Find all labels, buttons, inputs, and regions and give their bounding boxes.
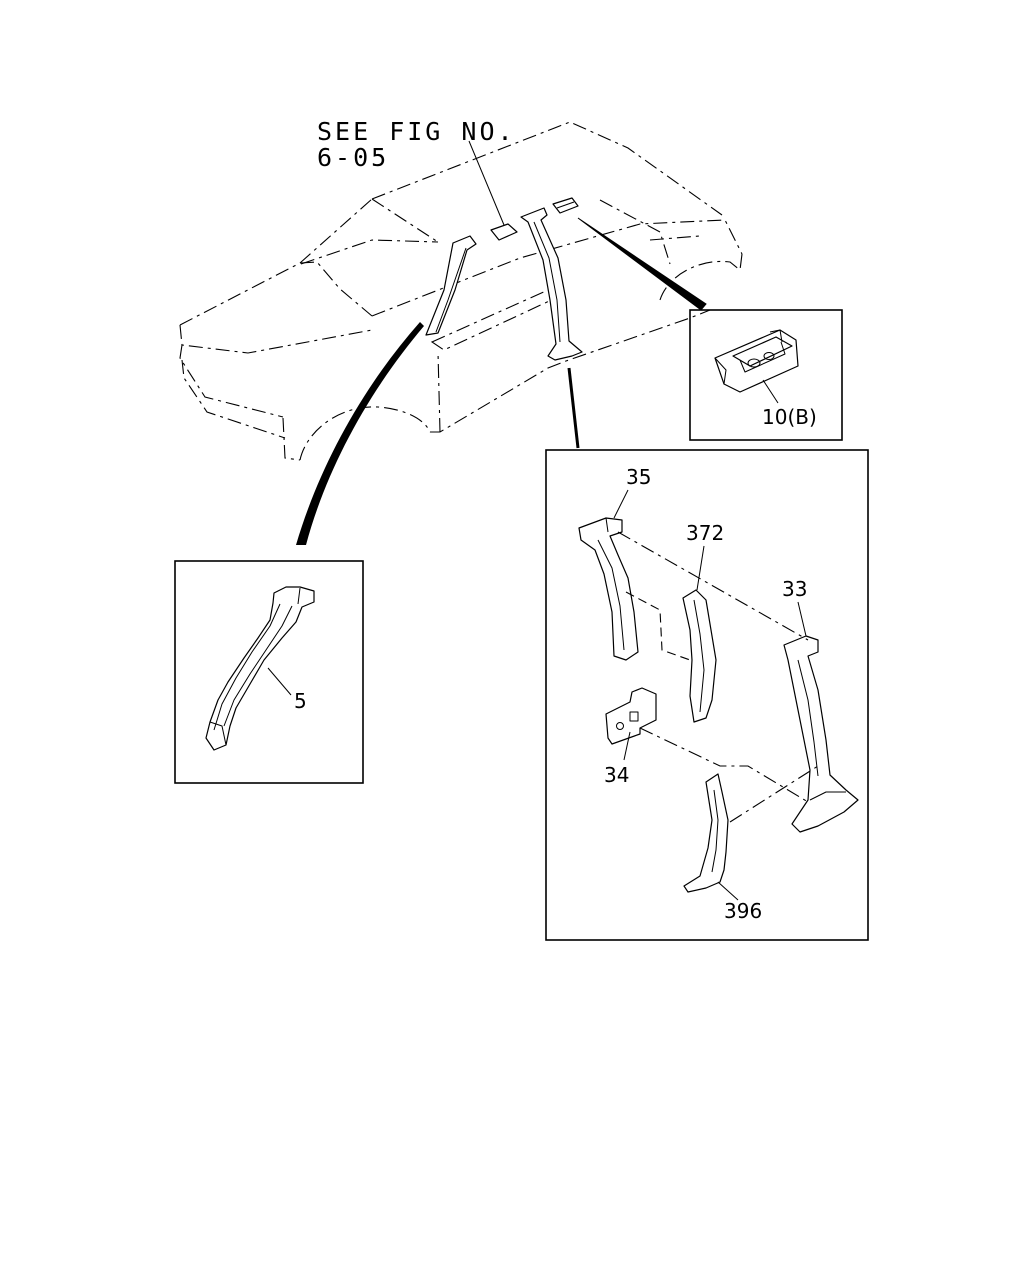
center-outer-callout: 33 (782, 577, 807, 601)
figure-number: 6-05 (317, 143, 389, 172)
center-outer-upper-part (578, 517, 639, 661)
vehicle-body-outline (179, 121, 743, 461)
front-pillar-detail-box: 5 (174, 560, 364, 784)
leader-to-center-pillar-box (567, 367, 580, 449)
center-pillar-detail-box: 35 372 33 34 396 (545, 449, 869, 941)
center-inner-upper-callout: 372 (686, 521, 724, 545)
leader-to-clip-box (577, 217, 707, 311)
roof-clip-part (714, 329, 799, 393)
b-pillar-on-body (520, 207, 583, 361)
center-inner-lower-part (683, 773, 729, 893)
assembly-line-bottom (729, 765, 819, 823)
assembly-line-middle (625, 591, 691, 661)
center-outer-upper-callout: 35 (626, 465, 651, 489)
clip-detail-box: 10(B) (689, 309, 843, 441)
roof-clip-on-body (490, 197, 579, 241)
center-inner-lower-callout: 396 (724, 899, 762, 923)
front-pillar-part (205, 586, 315, 751)
clip-callout: 10(B) (762, 405, 817, 429)
leader-to-front-pillar-box (296, 322, 424, 545)
assembly-line-upper (617, 531, 809, 641)
see-figure-line: SEE FIG NO. (317, 117, 516, 146)
see-figure-note: SEE FIG NO. 6-05 (317, 117, 516, 226)
center-inner-upper-part (682, 589, 717, 723)
front-pillar-callout: 5 (294, 689, 307, 713)
bracket-part (605, 687, 657, 745)
center-outer-part (783, 635, 859, 833)
bracket-callout: 34 (604, 763, 629, 787)
reference-leader-line (468, 140, 505, 226)
a-pillar-on-body (425, 235, 477, 336)
assembly-line-lower (639, 727, 809, 803)
